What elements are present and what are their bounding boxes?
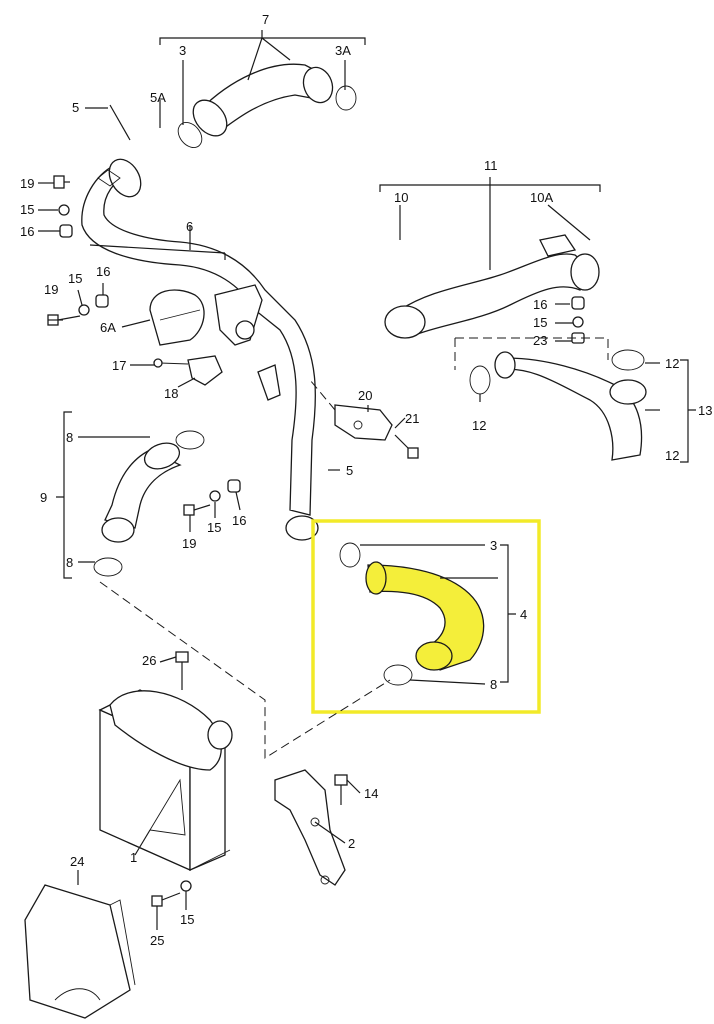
right-pipe-11 xyxy=(384,234,600,339)
bracket-9 xyxy=(56,411,72,579)
bracket-7 xyxy=(159,30,366,81)
label-23: 23 xyxy=(533,333,547,348)
label-12-top: 12 xyxy=(665,356,679,371)
label-10: 10 xyxy=(394,190,408,205)
label-8-top: 8 xyxy=(66,430,73,445)
label-3-highlight: 3 xyxy=(490,538,497,553)
label-13: 13 xyxy=(698,403,712,418)
label-11: 11 xyxy=(484,158,498,173)
bolt-19-lower xyxy=(183,504,211,516)
label-4: 4 xyxy=(520,607,527,622)
bolt-14 xyxy=(334,774,348,805)
label-5-top: 5 xyxy=(72,100,79,115)
label-16-top: 16 xyxy=(20,224,34,239)
nut-16-mid xyxy=(95,294,109,308)
bolt-25 xyxy=(151,892,181,907)
label-16-mid: 16 xyxy=(96,264,110,279)
sensor-18 xyxy=(153,355,223,386)
dashed-guide-right xyxy=(454,337,609,370)
bracket-2 xyxy=(274,769,346,886)
label-16-lower: 16 xyxy=(232,513,246,528)
label-1: 1 xyxy=(130,850,137,865)
label-8-highlight: 8 xyxy=(490,677,497,692)
washer-15-lower xyxy=(209,490,221,502)
label-25: 25 xyxy=(150,933,164,948)
label-17: 17 xyxy=(112,358,126,373)
clamp-6A xyxy=(149,289,205,346)
label-2: 2 xyxy=(348,836,355,851)
label-16-right: 16 xyxy=(533,297,547,312)
label-12-bottom: 12 xyxy=(665,448,679,463)
highlight-frame xyxy=(311,519,541,714)
label-20: 20 xyxy=(358,388,372,403)
air-duct-24 xyxy=(24,884,136,1019)
label-19-mid: 19 xyxy=(44,282,58,297)
nut-16-top xyxy=(59,224,73,238)
nut-16-lower xyxy=(227,479,241,493)
highlighted-hose-4 xyxy=(339,542,485,686)
left-hose-6 xyxy=(81,158,319,541)
washer-15-bottom xyxy=(180,880,192,892)
label-24: 24 xyxy=(70,854,84,869)
label-8-bottom: 8 xyxy=(66,555,73,570)
washer-15-mid xyxy=(78,304,90,316)
bracket-4 xyxy=(500,544,516,683)
label-15-top: 15 xyxy=(20,202,34,217)
label-6A: 6A xyxy=(100,320,116,335)
label-12-left: 12 xyxy=(472,418,486,433)
upper-charge-pipe-7 xyxy=(177,63,357,148)
label-15-mid: 15 xyxy=(68,271,82,286)
label-15-bottom: 15 xyxy=(180,912,194,927)
label-5-mid: 5 xyxy=(346,463,353,478)
label-10A: 10A xyxy=(530,190,553,205)
leader-lines xyxy=(38,107,660,930)
bracket-11 xyxy=(379,177,601,270)
label-3A: 3A xyxy=(335,43,351,58)
centre-bracket xyxy=(214,284,281,401)
label-15-lower: 15 xyxy=(207,520,221,535)
dashed-guide-lower xyxy=(99,581,391,759)
bracket-6 xyxy=(89,225,226,260)
label-6: 6 xyxy=(186,219,193,234)
label-9: 9 xyxy=(40,490,47,505)
label-19-lower: 19 xyxy=(182,536,196,551)
bolt-19-top xyxy=(53,175,70,189)
label-7: 7 xyxy=(262,12,269,27)
left-hose-9 xyxy=(93,430,205,577)
callout-labels: 7 3 3A 5 5A 19 15 16 6 15 16 19 6A 17 18… xyxy=(20,12,712,948)
right-hose-13 xyxy=(469,349,647,461)
label-3-top: 3 xyxy=(179,43,186,58)
label-18: 18 xyxy=(164,386,178,401)
bracket-13 xyxy=(680,359,696,463)
nut-16-right xyxy=(571,296,585,310)
washer-15-right xyxy=(572,316,584,328)
label-19-top: 19 xyxy=(20,176,34,191)
label-5A: 5A xyxy=(150,90,166,105)
label-21: 21 xyxy=(405,411,419,426)
bracket-20 xyxy=(334,404,419,459)
label-14: 14 xyxy=(364,786,378,801)
label-15-right: 15 xyxy=(533,315,547,330)
label-26: 26 xyxy=(142,653,156,668)
intercooler-1 xyxy=(98,689,233,872)
bolt-26 xyxy=(175,651,189,690)
washer-15-top xyxy=(58,204,70,216)
